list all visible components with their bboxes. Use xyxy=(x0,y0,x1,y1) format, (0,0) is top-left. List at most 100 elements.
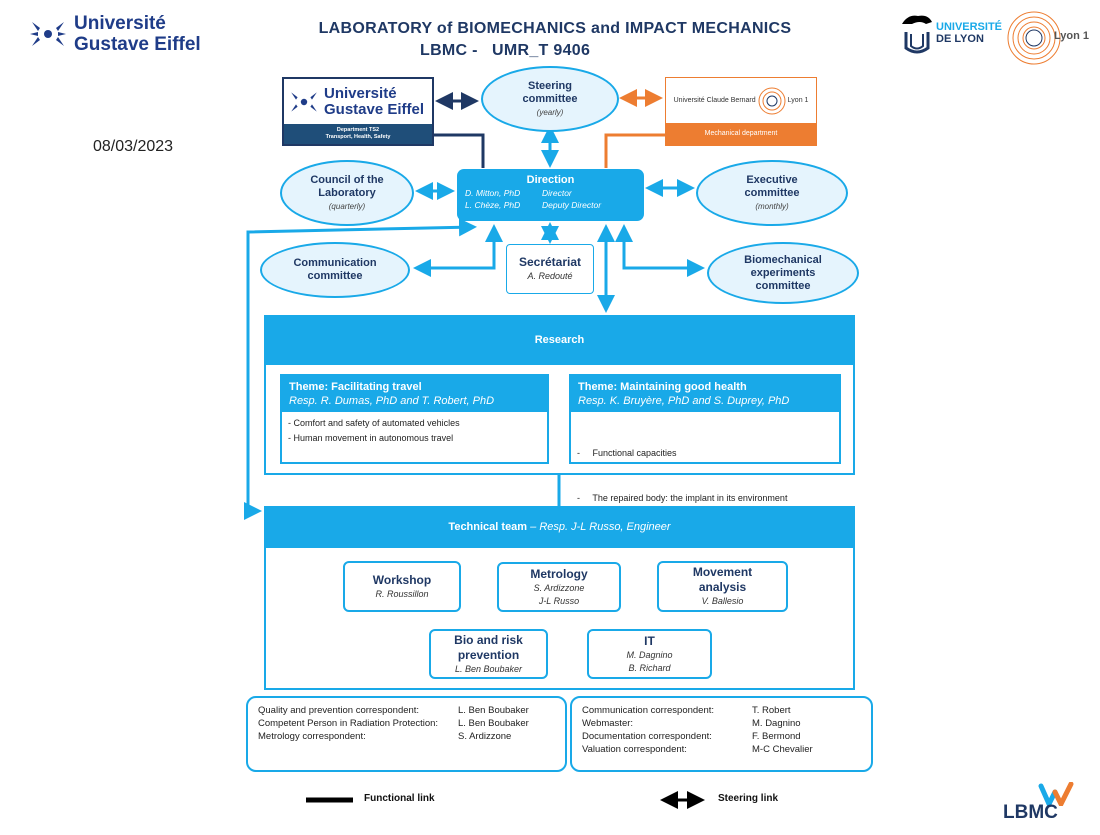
workshop-title: Workshop xyxy=(372,572,432,587)
movement-title-line1: Movement xyxy=(692,565,753,579)
correspondent-person: L. Ben Boubaker xyxy=(458,718,529,729)
correspondent-person: M-C Chevalier xyxy=(752,744,813,755)
communication-line2: committee xyxy=(307,270,363,282)
theme1-resp: Resp. R. Dumas, PhD and T. Robert, PhD xyxy=(289,395,495,407)
executive-line1: Executive xyxy=(746,173,798,186)
theme2-topic: - The repaired body: the implant in its … xyxy=(577,493,788,503)
uge-emblem-icon xyxy=(30,22,66,46)
technical-resp: – Resp. J-L Russo, Engineer xyxy=(527,521,671,533)
council-of-laboratory: Council of the Laboratory (quarterly) xyxy=(280,160,414,226)
theme1-topic: - Human movement in autonomous travel xyxy=(288,433,454,443)
lyon1-circles-icon xyxy=(1007,11,1061,65)
uge-logo-line2: Gustave Eiffel xyxy=(74,34,201,55)
secretariat-person: A. Redouté xyxy=(527,271,573,281)
correspondent-row: Documentation correspondent:F. Bermond xyxy=(582,730,861,743)
steering-frequency: (yearly) xyxy=(536,107,564,117)
lab-title: LABORATORY of BIOMECHANICS and IMPACT ME… xyxy=(318,20,792,37)
correspondent-person: L. Ben Boubaker xyxy=(458,705,529,716)
link-direction-technical xyxy=(244,218,477,520)
correspondent-role: Metrology correspondent: xyxy=(258,731,366,742)
uge-box-line1: Université xyxy=(324,84,397,102)
lyon1-logo-text: Lyon 1 xyxy=(1054,30,1090,42)
workshop-box: Workshop R. Roussillon xyxy=(343,561,461,612)
steering-line1: Steering xyxy=(527,79,572,92)
correspondent-row: Competent Person in Radiation Protection… xyxy=(258,717,555,730)
theme2-topic: - Functional capacities xyxy=(577,448,677,458)
correspondent-role: Competent Person in Radiation Protection… xyxy=(258,718,439,729)
link-uge-direction xyxy=(434,133,485,168)
steering-committee: Steering committee (yearly) xyxy=(481,66,619,132)
secretariat-box: Secrétariat A. Redouté xyxy=(506,244,594,294)
udl-logo: UNIVERSITÉ DE LYON xyxy=(900,10,1002,56)
movement-title-line2: analysis xyxy=(698,580,747,594)
research-title: Research xyxy=(534,334,585,346)
bio-person: L. Ben Boubaker xyxy=(454,663,523,674)
director-name: D. Mitton, PhD xyxy=(465,188,521,198)
lbmc-emblem-icon xyxy=(1038,782,1074,806)
theme2-title: Theme: Maintaining good health xyxy=(578,381,747,393)
technical-header: Technical team – Resp. J-L Russo, Engine… xyxy=(264,506,855,548)
director-role: Director xyxy=(542,188,572,198)
lyon1-logo: Lyon 1 xyxy=(1006,10,1096,66)
ucbl-circles-icon xyxy=(758,87,786,114)
council-frequency: (quarterly) xyxy=(328,201,366,211)
lbmc-logo: LBMC xyxy=(1003,782,1083,824)
correspondent-role: Communication correspondent: xyxy=(582,705,715,716)
ucbl-text: Université Claude Bernard xyxy=(673,97,756,104)
link-direction-communication xyxy=(413,224,503,277)
correspondent-row: Communication correspondent: T. Robert xyxy=(582,704,861,717)
uge-logo: Université Gustave Eiffel xyxy=(28,13,201,55)
movement-analysis-box: Movement analysis V. Ballesio xyxy=(657,561,788,612)
lion-icon xyxy=(902,15,932,54)
uge-emblem-icon xyxy=(291,91,317,112)
correspondent-person: T. Robert xyxy=(752,705,791,716)
ucbl-lyon1: Lyon 1 xyxy=(787,97,809,104)
ucbl-department: Mechanical department xyxy=(666,123,816,145)
executive-line2: committee xyxy=(744,186,800,199)
lbmc-logo-text: LBMC xyxy=(1003,802,1058,823)
theme1-topic: - Comfort and safety of automated vehicl… xyxy=(288,418,460,428)
it-title: IT xyxy=(644,633,655,648)
legend-functional-label: Functional link xyxy=(364,793,435,804)
ucbl-partner-box: Université Claude Bernard Lyon 1 Mechani… xyxy=(665,77,817,146)
steering-line2: committee xyxy=(522,92,578,105)
uge-department-sub: Transport, Health, Safety xyxy=(325,134,391,140)
biomech-line2: experiments xyxy=(750,266,816,279)
theme2-resp: Resp. K. Bruyère, PhD and S. Duprey, PhD xyxy=(578,395,790,407)
council-line2: Laboratory xyxy=(318,186,376,199)
theme-maintaining-good-health: Theme: Maintaining good health Resp. K. … xyxy=(569,374,841,503)
correspondent-role: Documentation correspondent: xyxy=(582,731,712,742)
correspondents-left: Quality and prevention correspondent: L. … xyxy=(246,696,567,772)
theme1-topics: - Comfort and safety of automated vehicl… xyxy=(282,412,547,450)
correspondent-row: Valuation correspondent:M-C Chevalier xyxy=(582,743,861,756)
correspondent-person: M. Dagnino xyxy=(752,718,801,729)
metrology-person-1: S. Ardizzone xyxy=(533,582,585,593)
deputy-director-name: L. Chèze, PhD xyxy=(465,200,521,210)
research-header: Research xyxy=(264,315,855,365)
secretariat-title: Secrétariat xyxy=(518,255,582,269)
biomech-line3: committee xyxy=(755,279,811,292)
metrology-title: Metrology xyxy=(530,566,588,581)
executive-frequency: (monthly) xyxy=(755,201,789,211)
correspondent-role: Quality and prevention correspondent: xyxy=(258,705,420,716)
udl-logo-line2: DE LYON xyxy=(936,33,984,45)
bio-risk-prevention-box: Bio and risk prevention L. Ben Boubaker xyxy=(429,629,548,679)
correspondent-person: S. Ardizzone xyxy=(458,731,512,742)
uge-logo-line1: Université xyxy=(74,13,166,34)
correspondent-role: Webmaster: xyxy=(582,718,634,729)
theme2-topics: - Functional capacities - The repaired b… xyxy=(571,412,839,540)
correspondent-row: Quality and prevention correspondent: L. … xyxy=(258,704,555,717)
correspondent-row: Webmaster: M. Dagnino xyxy=(582,717,861,730)
it-person-2: B. Richard xyxy=(628,662,671,673)
link-direction-biomech xyxy=(615,224,705,277)
theme-facilitating-travel: Theme: Facilitating travel Resp. R. Duma… xyxy=(280,374,549,464)
it-person-1: M. Dagnino xyxy=(626,649,673,660)
udl-logo-line1: UNIVERSITÉ xyxy=(936,21,1003,33)
workshop-person: R. Roussillon xyxy=(375,588,429,599)
document-date: 08/03/2023 xyxy=(93,138,174,155)
biomechanical-experiments-committee: Biomechanical experiments committee xyxy=(707,242,859,304)
metrology-person-2: J-L Russo xyxy=(538,595,580,606)
it-box: IT M. Dagnino B. Richard xyxy=(587,629,712,679)
theme1-title: Theme: Facilitating travel xyxy=(289,381,422,393)
